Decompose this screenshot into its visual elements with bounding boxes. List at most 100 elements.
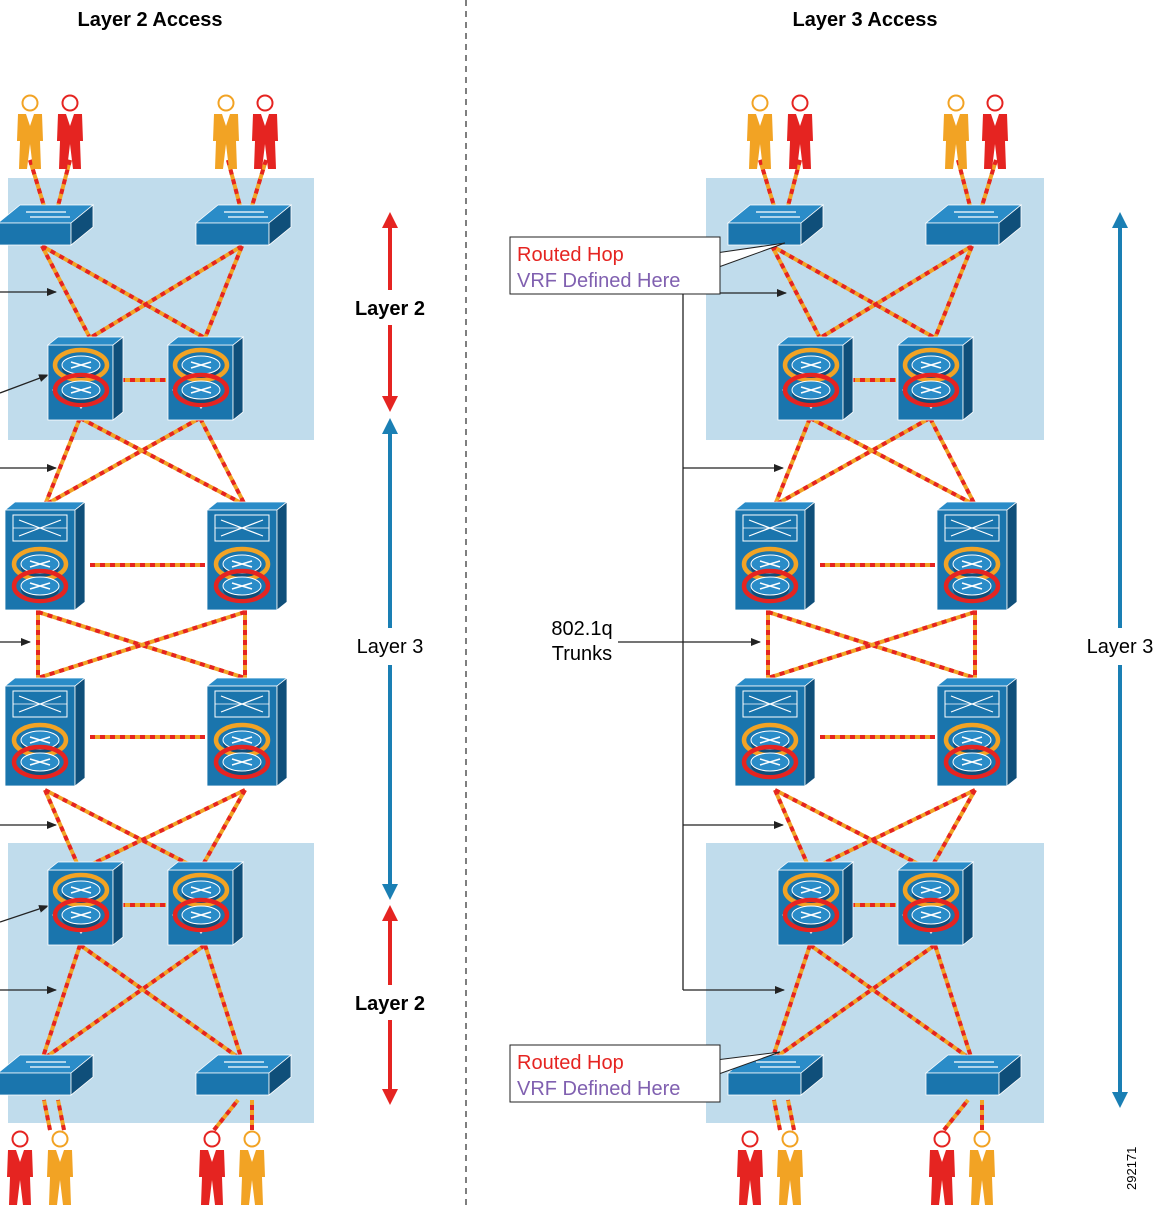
link <box>198 417 247 506</box>
link <box>758 159 776 207</box>
link <box>773 417 812 506</box>
link <box>78 943 244 1062</box>
link <box>933 245 974 339</box>
right-scale: Layer 3 <box>1087 636 1154 658</box>
vss-upper-ring-icon <box>782 872 840 908</box>
user-icon <box>943 94 969 169</box>
link <box>56 159 72 207</box>
link <box>942 1098 970 1132</box>
callout-bottom-line1: Routed Hop <box>517 1052 624 1074</box>
link <box>212 1098 240 1132</box>
link <box>44 416 201 507</box>
access-switch-icon <box>0 1054 95 1096</box>
figure-id: 292171 <box>1124 1147 1139 1190</box>
core-lower-ring-icon <box>11 744 69 780</box>
right-title: Layer 3 Access <box>793 9 938 31</box>
access-switch-icon <box>0 204 95 246</box>
user-icon <box>213 94 239 169</box>
callout-bottom-line2: VRF Defined Here <box>517 1078 680 1100</box>
user-icon <box>239 1130 265 1205</box>
user-icon <box>47 1130 73 1205</box>
core-lower-ring-icon <box>741 744 799 780</box>
callout-top-line1: Routed Hop <box>517 244 624 266</box>
link <box>56 1099 66 1131</box>
link <box>809 416 976 507</box>
right-scale-label: Layer 3 <box>1087 636 1154 658</box>
right-layer3-scale-arrow <box>1112 212 1128 1108</box>
callout-top: Routed Hop VRF Defined Here <box>509 236 786 295</box>
access-switch-icon <box>194 204 293 246</box>
link <box>40 245 92 339</box>
link <box>203 245 244 339</box>
vss-lower-ring-icon <box>902 897 960 933</box>
annotation-arrows <box>0 212 1128 1108</box>
layer2-bottom-scale-arrow <box>382 905 398 1105</box>
user-icon <box>747 94 773 169</box>
link <box>928 789 977 871</box>
left-scale-bottom-label: Layer 2 <box>355 993 425 1015</box>
vss-lower-ring-icon <box>172 372 230 408</box>
left-title: Layer 2 Access <box>78 9 223 31</box>
core-lower-ring-icon <box>943 744 1001 780</box>
link <box>41 244 206 340</box>
access-switch-icon <box>726 204 825 246</box>
access-switch-icon <box>194 1054 293 1096</box>
callout-bottom: Routed Hop VRF Defined Here <box>509 1044 781 1103</box>
left-scale-middle-label: Layer 3 <box>357 636 424 658</box>
callout-top-line2: VRF Defined Here <box>517 270 680 292</box>
link <box>770 943 937 1062</box>
link <box>980 159 998 207</box>
vss-lower-ring-icon <box>52 372 110 408</box>
left-scale: Layer 2 Layer 3 Layer 2 <box>355 298 425 1015</box>
link <box>818 244 974 340</box>
trunks-label-line1: 802.1q <box>551 618 612 640</box>
link <box>44 788 201 872</box>
callout-pointer <box>0 905 49 923</box>
link <box>770 245 822 339</box>
link <box>771 244 936 340</box>
link <box>37 610 246 680</box>
vss-lower-ring-icon <box>902 372 960 408</box>
vss-upper-ring-icon <box>902 872 960 908</box>
link <box>928 417 977 506</box>
link <box>203 944 244 1061</box>
callout-pointer <box>0 374 49 394</box>
link <box>40 943 207 1062</box>
link <box>198 789 247 871</box>
link <box>808 943 974 1062</box>
link <box>773 789 812 871</box>
user-icon <box>982 94 1008 169</box>
link <box>43 417 82 506</box>
user-icon <box>57 94 83 169</box>
link <box>40 944 82 1061</box>
core-lower-ring-icon <box>213 744 271 780</box>
link <box>772 1099 782 1131</box>
link <box>786 1099 796 1131</box>
user-icon <box>7 1130 33 1205</box>
layer2-top-scale-arrow <box>382 212 398 412</box>
vss-upper-ring-icon <box>172 872 230 908</box>
user-icon <box>199 1130 225 1205</box>
vss-lower-ring-icon <box>172 897 230 933</box>
vss-upper-ring-icon <box>52 347 110 383</box>
vss-lower-ring-icon <box>782 372 840 408</box>
link <box>42 1099 52 1131</box>
layer3-scale-arrow <box>382 418 398 900</box>
link <box>774 788 931 872</box>
user-icon <box>969 1130 995 1205</box>
link <box>767 610 976 680</box>
left-scale-top-label: Layer 2 <box>355 298 425 320</box>
link <box>43 789 82 871</box>
links-layer <box>28 159 998 1132</box>
vss-upper-ring-icon <box>782 347 840 383</box>
link <box>88 244 244 340</box>
link <box>79 788 246 872</box>
user-icon <box>252 94 278 169</box>
link <box>79 416 246 507</box>
core-lower-ring-icon <box>943 568 1001 604</box>
user-icon <box>737 1130 763 1205</box>
devices-layer <box>0 94 1023 1205</box>
user-icon <box>787 94 813 169</box>
access-switch-icon <box>924 204 1023 246</box>
